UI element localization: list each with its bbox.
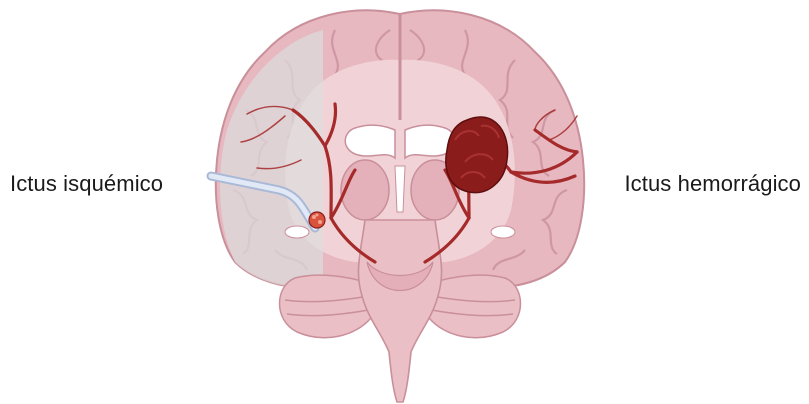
label-hemorrhagic-stroke: Ictus hemorrágico bbox=[624, 171, 801, 197]
clot bbox=[309, 212, 325, 228]
label-ischemic-stroke: Ictus isquémico bbox=[10, 171, 163, 197]
ventricle-left bbox=[345, 125, 395, 158]
brain-coronal-illustration bbox=[205, 0, 595, 404]
thalamus-left bbox=[341, 160, 389, 220]
third-ventricle bbox=[395, 166, 405, 212]
ischemic-region bbox=[220, 30, 323, 287]
temporal-horn-left bbox=[285, 226, 309, 238]
brainstem bbox=[358, 220, 441, 402]
temporal-horn-right bbox=[491, 226, 515, 238]
hemorrhage bbox=[446, 117, 508, 193]
